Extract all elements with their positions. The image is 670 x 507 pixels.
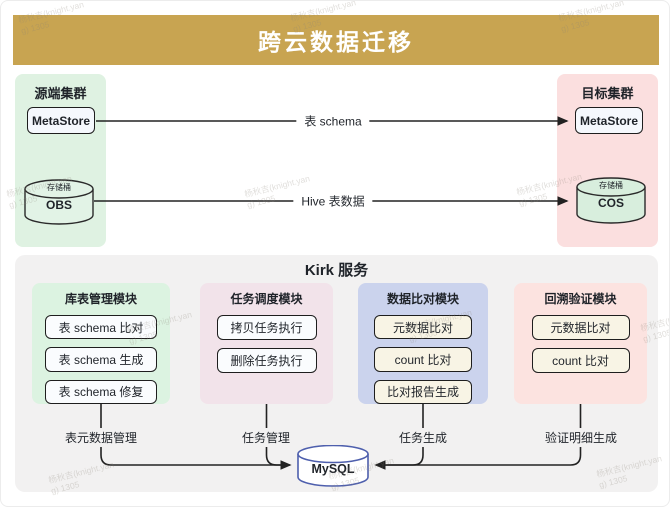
source-cluster-title: 源端集群 [34, 86, 87, 101]
output-label-verify-detail: 验证明细生成 [539, 428, 623, 447]
output-label-metadata-mgmt: 表元数据管理 [59, 428, 143, 447]
kirk-service-title: Kirk 服务 [304, 262, 369, 279]
flow-label-schema: 表 schema [296, 111, 370, 131]
module-item: 拷贝任务执行 [216, 315, 317, 340]
source-bucket-cylinder: 存储桶 OBS [24, 179, 94, 225]
module-item: count 比对 [374, 347, 472, 372]
module-item: 元数据比对 [531, 315, 630, 340]
module-item: 表 schema 修复 [45, 379, 157, 404]
module-item: 表 schema 生成 [45, 347, 157, 372]
cylinder-shape-icon [24, 179, 94, 225]
target-metastore-node: MetaStore [575, 107, 643, 134]
mysql-database-cylinder: MySQL [297, 445, 369, 487]
module-task-scheduling: 任务调度模块 拷贝任务执行 删除任务执行 [200, 283, 333, 404]
page-title: 跨云数据迁移 [258, 29, 414, 55]
cylinder-shape-icon [576, 177, 646, 224]
module-item: count 比对 [531, 348, 630, 373]
source-bucket-name: OBS [45, 198, 72, 212]
module-item: 表 schema 比对 [45, 315, 157, 340]
module-title: 数据比对模块 [386, 292, 459, 306]
module-title: 任务调度模块 [230, 292, 303, 306]
mysql-label: MySQL [311, 462, 355, 476]
cylinder-shape-icon [297, 445, 369, 487]
target-bucket-cylinder: 存储桶 COS [576, 177, 646, 224]
module-item: 元数据比对 [374, 315, 472, 340]
target-metastore-label: MetaStore [579, 113, 638, 128]
module-title: 库表管理模块 [64, 292, 137, 306]
module-title: 回溯验证模块 [544, 292, 617, 306]
target-cluster-title: 目标集群 [581, 86, 634, 101]
title-banner: 跨云数据迁移 [13, 15, 659, 65]
output-label-task-mgmt: 任务管理 [236, 428, 296, 447]
flow-label-hive-data: Hive 表数据 [293, 191, 373, 211]
module-item: 删除任务执行 [216, 348, 317, 373]
source-metastore-label: MetaStore [31, 113, 90, 128]
module-table-management: 库表管理模块 表 schema 比对 表 schema 生成 表 schema … [32, 283, 170, 404]
module-item: 比对报告生成 [374, 379, 472, 404]
source-metastore-node: MetaStore [27, 107, 95, 134]
source-bucket-type: 存储桶 [47, 183, 71, 192]
module-backtrack-verification: 回溯验证模块 元数据比对 count 比对 [514, 283, 647, 404]
target-bucket-type: 存储桶 [599, 181, 623, 190]
output-label-task-gen: 任务生成 [393, 428, 453, 447]
module-data-comparison: 数据比对模块 元数据比对 count 比对 比对报告生成 [358, 283, 488, 404]
target-bucket-name: COS [597, 196, 624, 210]
